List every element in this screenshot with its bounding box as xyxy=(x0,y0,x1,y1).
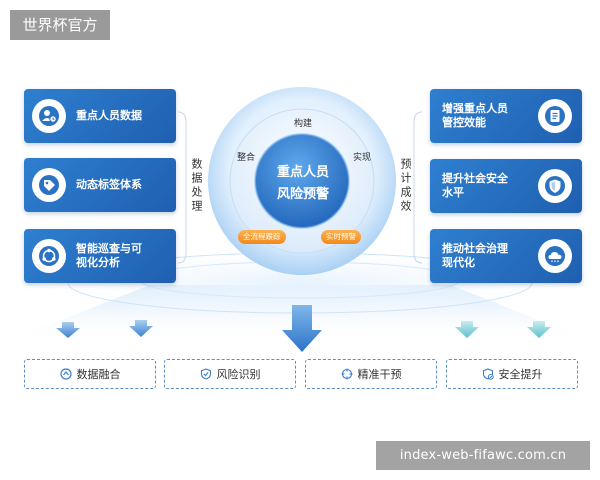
tag-realtime-alert: 实时预警 xyxy=(321,230,361,244)
card-enhance-control: 增强重点人员 管控效能 xyxy=(430,89,582,143)
card-line1: 提升社会安全 xyxy=(442,172,508,185)
shield-icon xyxy=(538,169,572,203)
card-label: 智能巡查与可 视化分析 xyxy=(76,242,142,270)
bottom-item-label: 安全提升 xyxy=(498,368,543,381)
card-line2: 现代化 xyxy=(442,256,475,269)
watermark: index-web-fifawc.com.cn xyxy=(376,441,590,470)
bottom-item-safety-improvement: 安全提升 xyxy=(446,359,578,389)
card-dynamic-tag-system: 动态标签体系 xyxy=(24,158,176,212)
card-label: 重点人员数据 xyxy=(76,109,142,123)
card-line2: 管控效能 xyxy=(442,116,486,129)
card-key-person-data: 重点人员数据 xyxy=(24,89,176,143)
target-icon xyxy=(341,368,353,380)
site-label: 世界杯官方 xyxy=(10,10,110,40)
card-line1: 增强重点人员 xyxy=(442,102,508,115)
bottom-item-data-fusion: 数据融合 xyxy=(24,359,156,389)
fusion-icon xyxy=(59,368,72,380)
card-label: 推动社会治理 现代化 xyxy=(442,242,508,270)
card-label: 动态标签体系 xyxy=(76,178,142,192)
card-line1: 推动社会治理 xyxy=(442,242,508,255)
ring-label-top: 构建 xyxy=(294,119,313,129)
document-icon xyxy=(538,99,572,133)
ring-label-left: 整合 xyxy=(237,153,256,163)
tag-icon xyxy=(32,168,66,202)
card-smart-patrol-analysis: 智能巡查与可 视化分析 xyxy=(24,229,176,283)
bottom-item-label: 风险识别 xyxy=(216,368,261,381)
card-line1: 动态标签体系 xyxy=(76,178,142,191)
bottom-item-label: 数据融合 xyxy=(76,368,121,381)
center-title-line2: 风险预警 xyxy=(276,187,329,202)
center-title-line1: 重点人员 xyxy=(276,165,329,180)
data-processing-label: 数据处理 xyxy=(190,158,203,214)
center-title: 重点人员 风险预警 xyxy=(260,162,346,206)
bottom-item-label: 精准干预 xyxy=(357,368,402,381)
card-line1: 智能巡查与可 xyxy=(76,242,142,255)
card-line2: 水平 xyxy=(442,186,464,199)
person-data-icon xyxy=(32,99,66,133)
card-line1: 重点人员数据 xyxy=(76,109,142,122)
card-modernize-governance: 推动社会治理 现代化 xyxy=(430,229,582,283)
card-label: 增强重点人员 管控效能 xyxy=(442,102,508,130)
card-improve-security: 提升社会安全 水平 xyxy=(430,159,582,213)
ring-label-right: 实现 xyxy=(353,153,372,163)
bottom-item-precise-intervention: 精准干预 xyxy=(305,359,437,389)
bottom-item-risk-identification: 风险识别 xyxy=(164,359,296,389)
card-line2: 视化分析 xyxy=(76,256,120,269)
shield-check-icon xyxy=(200,368,212,380)
card-label: 提升社会安全 水平 xyxy=(442,172,508,200)
expected-outcome-label: 预计成效 xyxy=(399,158,412,214)
safety-icon xyxy=(482,368,494,380)
cycle-analysis-icon xyxy=(32,239,66,273)
cloud-icon xyxy=(538,239,572,273)
tag-full-process-tracking: 全流程跟踪 xyxy=(238,230,286,244)
